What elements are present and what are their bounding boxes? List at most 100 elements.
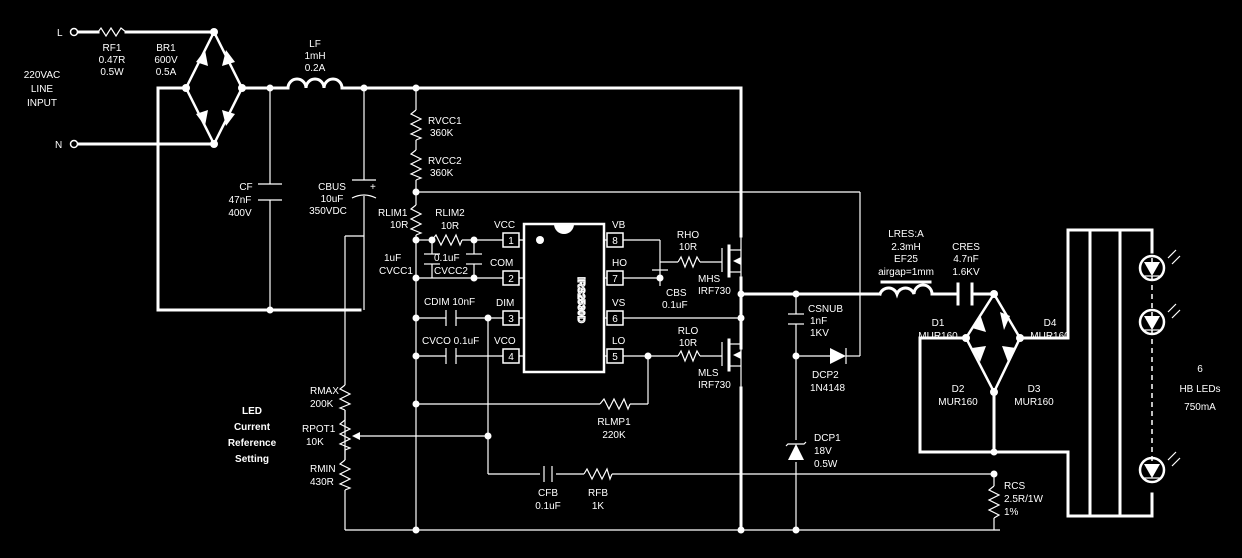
d2-name: D2 — [952, 384, 965, 395]
dcp2-value: 1N4148 — [810, 383, 845, 394]
pin-num-8: 8 — [612, 236, 618, 247]
cres-voltage: 1.6KV — [952, 267, 980, 278]
output-bridge — [964, 291, 1022, 395]
rho-name: RHO — [677, 230, 699, 241]
led-string — [1118, 228, 1154, 518]
d4-name: D4 — [1044, 318, 1057, 329]
rfb-name: RFB — [588, 488, 608, 499]
led-2 — [1138, 303, 1181, 336]
rcs-value: 2.5R/1W — [1004, 494, 1043, 505]
rcs-tolerance: 1% — [1004, 507, 1019, 518]
rcs-resistor — [987, 485, 1001, 519]
input-voltage: 220VAC — [24, 70, 61, 81]
cbs-value: 0.1uF — [662, 300, 688, 311]
dcp1-name: DCP1 — [814, 433, 841, 444]
d1-name: D1 — [932, 318, 945, 329]
rlim1-name: RLIM1 — [378, 208, 408, 219]
rvcc2-resistor — [409, 149, 423, 181]
pin-num-4: 4 — [508, 352, 514, 363]
mhs-name: MHS — [698, 274, 721, 285]
pin-num-3: 3 — [508, 314, 514, 325]
ref-note-2: Current — [234, 422, 271, 433]
junction-dots — [266, 84, 998, 534]
pin-name-dim: DIM — [496, 298, 514, 309]
rmax-resistor — [338, 384, 352, 411]
cbus-capacitor — [351, 179, 377, 199]
csnub-value: 1nF — [810, 316, 827, 327]
lres-core: EF25 — [894, 254, 918, 265]
cvco-label: CVCO 0.1uF — [422, 336, 479, 347]
lf-value: 1mH — [304, 51, 325, 62]
pin-name-vcc: VCC — [494, 220, 515, 231]
led-6 — [1138, 451, 1181, 484]
rvcc2-value: 360K — [430, 168, 454, 179]
ref-note-1: LED — [242, 406, 262, 417]
rfb-value: 1K — [592, 501, 605, 512]
rvcc1-name: RVCC1 — [428, 116, 462, 127]
pin-name-vs: VS — [612, 298, 626, 309]
cvcc2-name: CVCC2 — [434, 266, 468, 277]
rpot1-potentiometer — [338, 419, 352, 451]
cres-name: CRES — [952, 242, 980, 253]
rho-resistor — [677, 255, 701, 269]
br1-name: BR1 — [156, 43, 176, 54]
input-input: INPUT — [27, 98, 57, 109]
cbus-plus: + — [370, 182, 376, 193]
d3-value: MUR160 — [1014, 397, 1054, 408]
pin-num-2: 2 — [508, 274, 514, 285]
br1-current: 0.5A — [156, 67, 177, 78]
d3-name: D3 — [1028, 384, 1041, 395]
mls-value: IRF730 — [698, 380, 731, 391]
power-wires — [74, 30, 1122, 532]
pin-name-vb: VB — [612, 220, 626, 231]
rlim1-value: 10R — [390, 220, 408, 231]
rlim2-name: RLIM2 — [435, 208, 465, 219]
rf1-name: RF1 — [103, 43, 122, 54]
dcp1-power: 0.5W — [814, 459, 838, 470]
pin-name-com: COM — [490, 258, 513, 269]
lres-airgap: airgap=1mm — [878, 267, 934, 278]
rlo-name: RLO — [678, 326, 699, 337]
d2-value: MUR160 — [938, 397, 978, 408]
rpot1-value: 10K — [306, 437, 324, 448]
cfb-value: 0.1uF — [535, 501, 561, 512]
lf-current: 0.2A — [305, 63, 326, 74]
pin-num-1: 1 — [508, 236, 514, 247]
ref-note-3: Reference — [228, 438, 277, 449]
rmax-name: RMAX — [310, 386, 339, 397]
rmin-name: RMIN — [310, 464, 336, 475]
csnub-voltage: 1KV — [810, 328, 829, 339]
ic-pins — [502, 232, 624, 364]
cfb-name: CFB — [538, 488, 558, 499]
rf1-resistor — [97, 26, 127, 38]
label-l: L — [57, 28, 63, 39]
dcp1-zener — [785, 441, 807, 460]
leds-count: 6 — [1197, 364, 1203, 375]
rlim2-value: 10R — [441, 221, 459, 232]
rpot1-name: RPOT1 — [302, 424, 336, 435]
cbus-value: 10uF — [321, 194, 344, 205]
signal-wires — [269, 88, 1120, 531]
rcs-name: RCS — [1004, 481, 1025, 492]
br1-voltage: 600V — [154, 55, 178, 66]
cres-value: 4.7nF — [953, 254, 979, 265]
rmin-resistor — [338, 459, 352, 491]
mls-name: MLS — [698, 368, 719, 379]
rvcc1-value: 360K — [430, 128, 454, 139]
rvcc2-name: RVCC2 — [428, 156, 462, 167]
cdim-label: CDIM 10nF — [424, 297, 475, 308]
cf-value: 47nF — [229, 195, 252, 206]
mhs-value: IRF730 — [698, 286, 731, 297]
cbus-voltage: 350VDC — [309, 206, 347, 217]
pin-name-ho: HO — [612, 258, 627, 269]
lf-name: LF — [309, 39, 321, 50]
cbus-name: CBUS — [318, 182, 346, 193]
pin-name-lo: LO — [612, 336, 626, 347]
cvcc1-value: 1uF — [384, 253, 401, 264]
cvcc1-name: CVCC1 — [379, 266, 413, 277]
rvcc1-resistor — [409, 109, 423, 141]
rlmp1-resistor — [599, 397, 631, 411]
ic-irs2530d: IRS2530D — [522, 222, 606, 374]
pin-num-6: 6 — [612, 314, 618, 325]
